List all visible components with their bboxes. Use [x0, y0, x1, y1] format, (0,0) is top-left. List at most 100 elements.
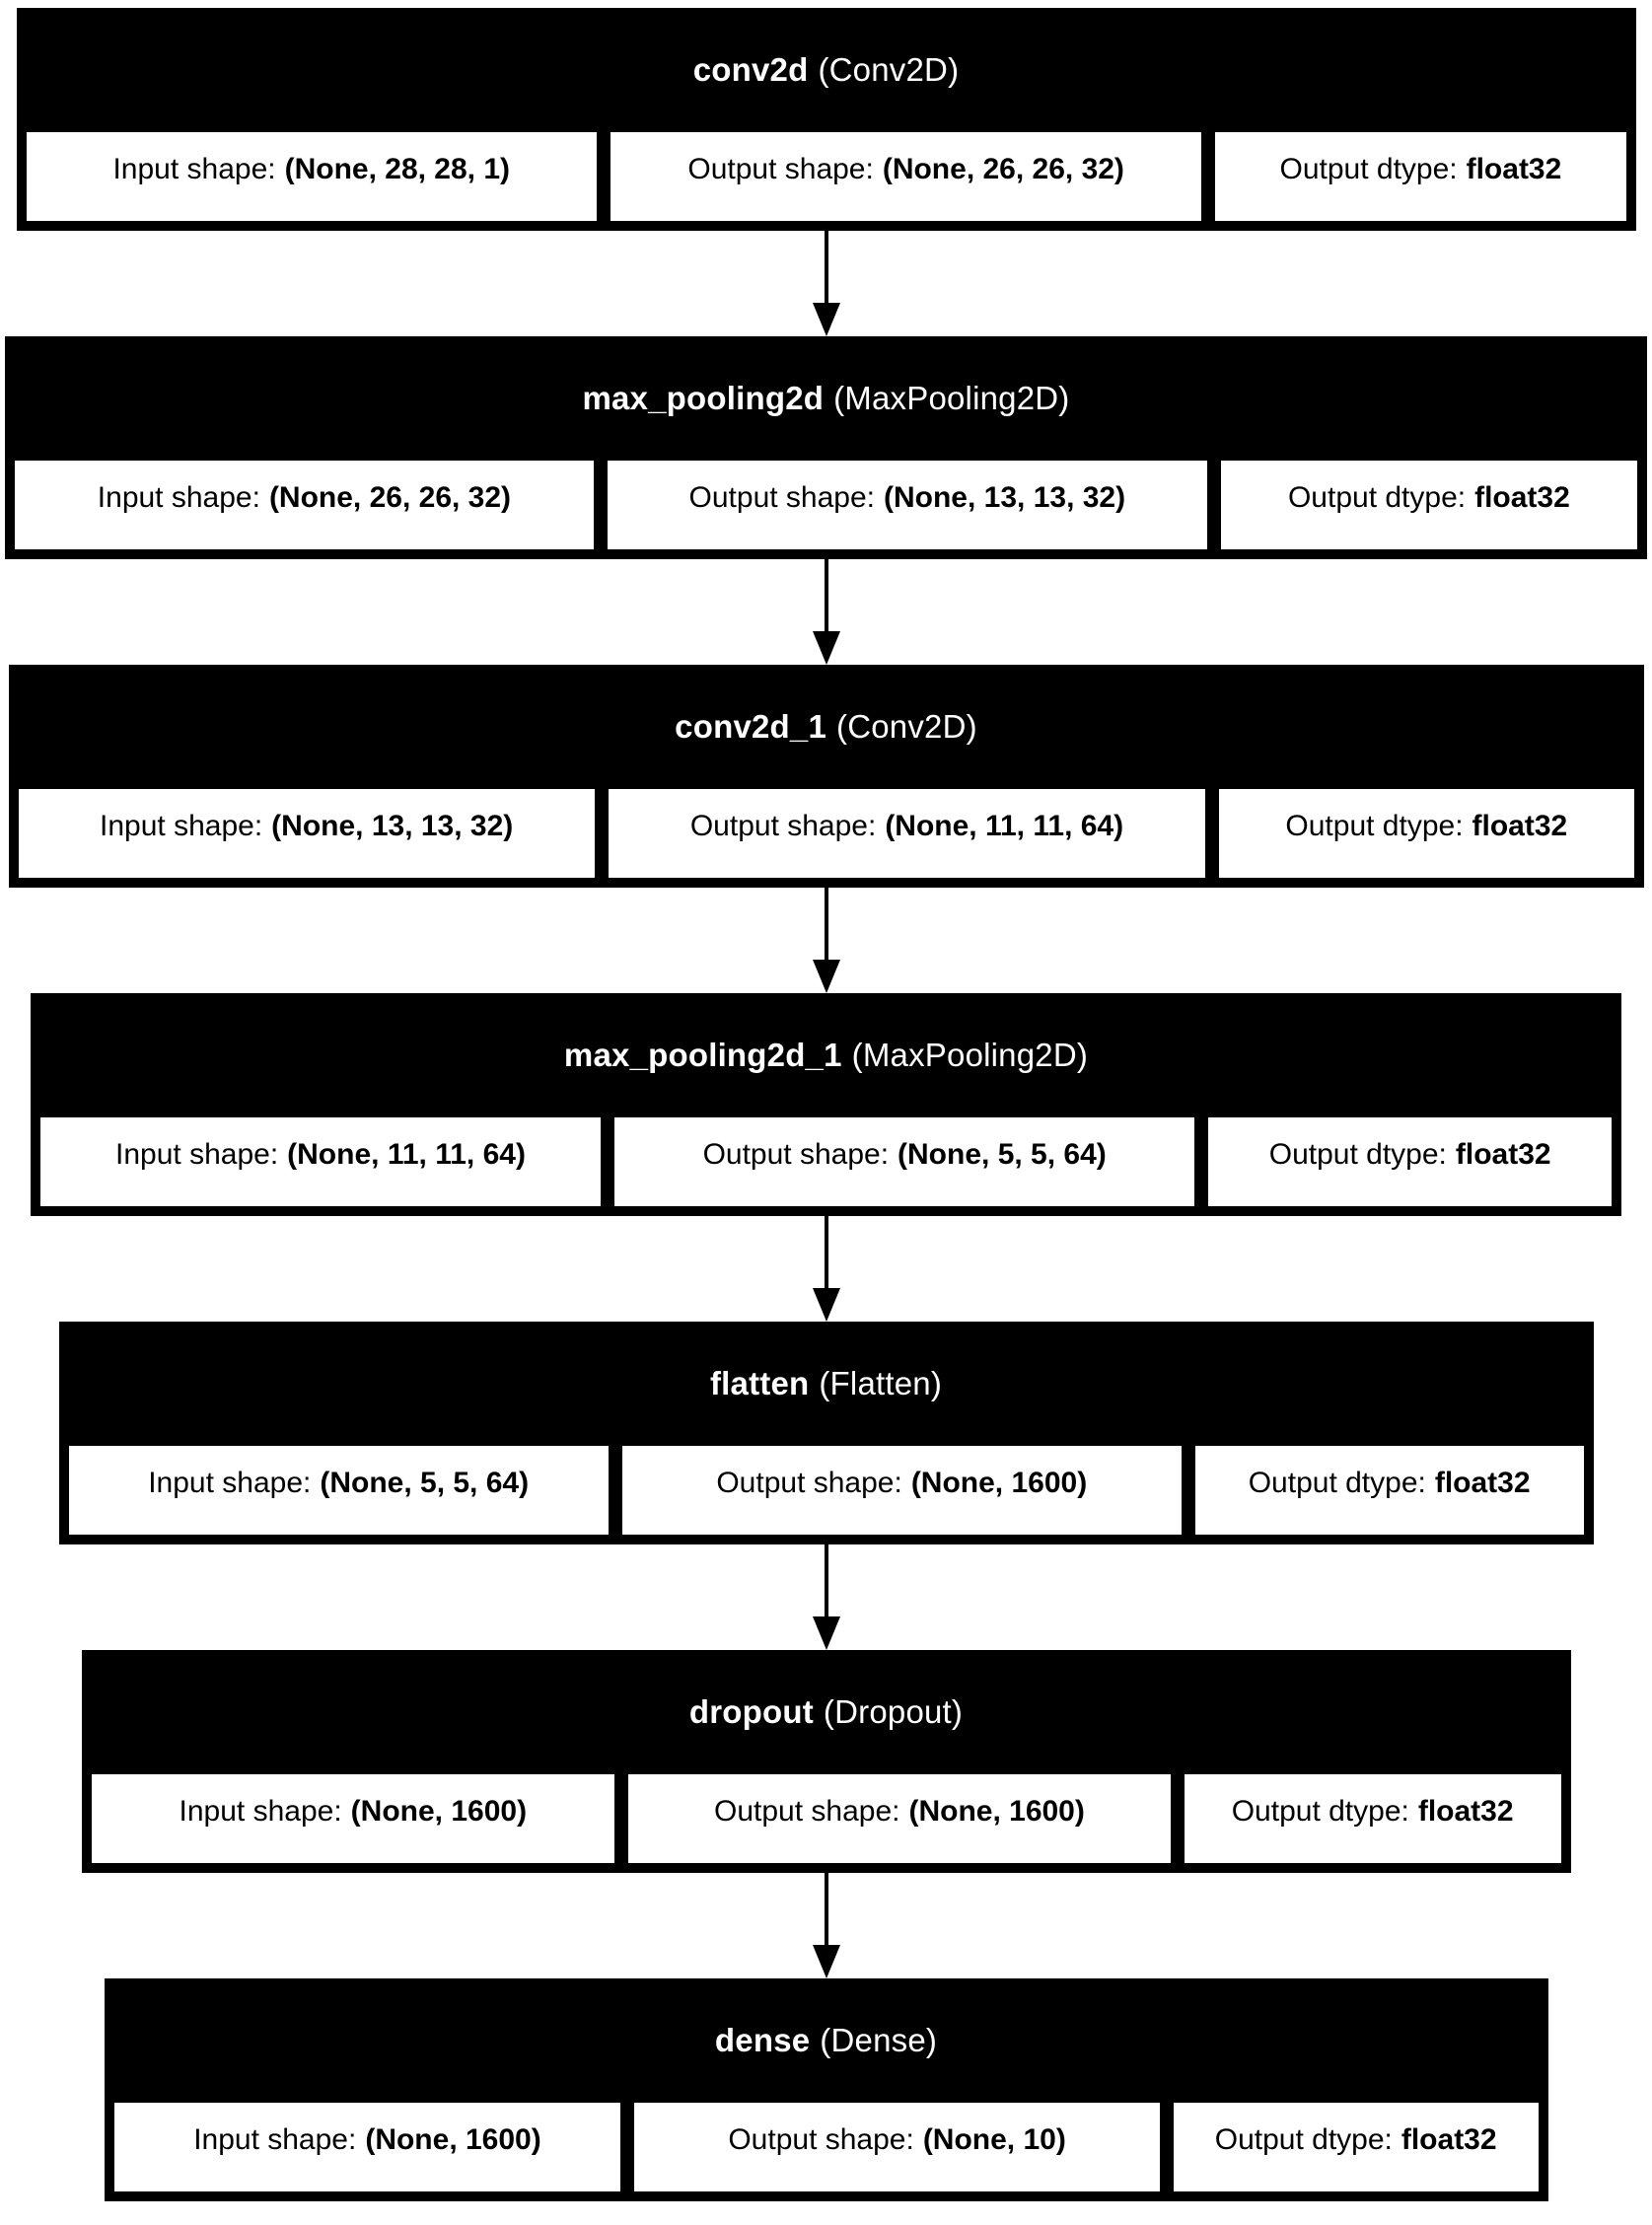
input-shape-label: Input shape: — [97, 481, 260, 514]
output-dtype-label: Output dtype: — [1248, 1467, 1426, 1499]
output-shape-value: (None, 13, 13, 32) — [884, 481, 1126, 514]
layer-node-max-pooling2d: max_pooling2d (MaxPooling2D) Input shape… — [5, 336, 1647, 559]
layer-type: (Dropout) — [823, 1693, 964, 1730]
arrow-head-icon — [812, 303, 840, 336]
layer-name: flatten — [709, 1365, 810, 1401]
flow-arrow — [0, 559, 1652, 665]
layer-name: conv2d_1 — [675, 708, 827, 745]
flow-arrow — [0, 231, 1652, 336]
output-shape-value: (None, 1600) — [910, 1467, 1088, 1499]
arrow-head-icon — [812, 1945, 840, 1978]
output-dtype-cell: Output dtype: float32 — [1208, 1117, 1612, 1206]
input-shape-value: (None, 26, 26, 32) — [268, 481, 512, 514]
output-dtype-cell: Output dtype: float32 — [1184, 1774, 1561, 1863]
output-dtype-value: float32 — [1474, 481, 1570, 514]
output-shape-cell: Output shape: (None, 26, 26, 32) — [611, 132, 1202, 221]
layer-header: dense (Dense) — [105, 1978, 1548, 2103]
layer-node-dense: dense (Dense) Input shape: (None, 1600) … — [104, 1978, 1548, 2201]
arrow-line — [824, 231, 828, 303]
layer-shape-row: Input shape: (None, 11, 11, 64) Output s… — [31, 1117, 1621, 1216]
input-shape-value: (None, 13, 13, 32) — [271, 810, 514, 842]
input-shape-label: Input shape: — [193, 2123, 357, 2156]
input-shape-cell: Input shape: (None, 13, 13, 32) — [18, 789, 595, 878]
arrow-head-icon — [812, 1288, 840, 1322]
flow-arrow — [0, 1544, 1652, 1650]
layer-name: dropout — [688, 1693, 814, 1730]
arrow-line — [824, 1873, 828, 1945]
layer-shape-row: Input shape: (None, 1600) Output shape: … — [105, 2103, 1548, 2201]
output-shape-cell: Output shape: (None, 11, 11, 64) — [608, 789, 1206, 878]
layer-shape-row: Input shape: (None, 28, 28, 1) Output sh… — [17, 132, 1636, 231]
layer-name: dense — [714, 2022, 811, 2058]
layer-name: max_pooling2d — [582, 380, 825, 416]
flow-arrow — [0, 1216, 1652, 1322]
output-dtype-cell: Output dtype: float32 — [1215, 132, 1626, 221]
arrow-head-icon — [812, 960, 840, 993]
output-dtype-label: Output dtype: — [1287, 481, 1467, 514]
input-shape-cell: Input shape: (None, 1600) — [113, 2103, 621, 2191]
output-shape-label: Output shape: — [689, 810, 877, 842]
input-shape-value: (None, 11, 11, 64) — [287, 1138, 526, 1171]
flow-arrow — [0, 888, 1652, 993]
output-dtype-cell: Output dtype: float32 — [1173, 2103, 1539, 2191]
layer-type: (Conv2D) — [836, 708, 977, 745]
output-dtype-cell: Output dtype: float32 — [1219, 789, 1634, 878]
layer-header: max_pooling2d_1 (MaxPooling2D) — [31, 993, 1621, 1117]
output-dtype-label: Output dtype: — [1285, 810, 1464, 842]
layer-node-conv2d: conv2d (Conv2D) Input shape: (None, 28, … — [16, 8, 1636, 231]
layer-name: max_pooling2d_1 — [563, 1037, 842, 1073]
output-dtype-cell: Output dtype: float32 — [1220, 461, 1637, 549]
output-shape-value: (None, 11, 11, 64) — [885, 810, 1124, 842]
output-shape-label: Output shape: — [702, 1138, 890, 1171]
input-shape-value: (None, 1600) — [365, 2123, 541, 2156]
input-shape-cell: Input shape: (None, 28, 28, 1) — [26, 132, 597, 221]
output-dtype-cell: Output dtype: float32 — [1194, 1446, 1584, 1535]
layer-header: conv2d_1 (Conv2D) — [9, 665, 1644, 789]
input-shape-value: (None, 28, 28, 1) — [284, 153, 511, 185]
output-shape-label: Output shape: — [688, 481, 875, 514]
output-dtype-value: float32 — [1417, 1795, 1514, 1828]
output-dtype-label: Output dtype: — [1268, 1138, 1447, 1171]
layer-shape-row: Input shape: (None, 13, 13, 32) Output s… — [9, 789, 1644, 888]
output-shape-cell: Output shape: (None, 13, 13, 32) — [607, 461, 1207, 549]
layer-header: conv2d (Conv2D) — [17, 8, 1636, 132]
layer-type: (MaxPooling2D) — [851, 1037, 1089, 1073]
layer-shape-row: Input shape: (None, 26, 26, 32) Output s… — [5, 461, 1647, 559]
arrow-head-icon — [812, 631, 840, 665]
input-shape-label: Input shape: — [148, 1467, 312, 1499]
output-dtype-value: float32 — [1472, 810, 1568, 842]
layer-node-flatten: flatten (Flatten) Input shape: (None, 5,… — [58, 1322, 1594, 1544]
layer-header: max_pooling2d (MaxPooling2D) — [5, 336, 1647, 461]
output-shape-value: (None, 26, 26, 32) — [882, 153, 1124, 185]
output-dtype-value: float32 — [1466, 153, 1562, 185]
output-dtype-value: float32 — [1434, 1467, 1531, 1499]
layer-type: (MaxPooling2D) — [833, 380, 1070, 416]
input-shape-value: (None, 5, 5, 64) — [320, 1467, 530, 1499]
output-dtype-label: Output dtype: — [1231, 1795, 1409, 1828]
output-dtype-value: float32 — [1455, 1138, 1551, 1171]
output-shape-label: Output shape: — [687, 153, 874, 185]
arrow-head-icon — [812, 1616, 840, 1650]
input-shape-value: (None, 1600) — [350, 1795, 528, 1828]
output-shape-value: (None, 1600) — [908, 1795, 1085, 1828]
output-dtype-label: Output dtype: — [1279, 153, 1458, 185]
output-shape-label: Output shape: — [716, 1467, 902, 1499]
arrow-line — [824, 1216, 828, 1288]
output-dtype-label: Output dtype: — [1214, 2123, 1393, 2156]
layer-header: dropout (Dropout) — [82, 1650, 1571, 1774]
output-shape-cell: Output shape: (None, 1600) — [621, 1446, 1182, 1535]
layer-type: (Dense) — [820, 2022, 938, 2058]
layer-shape-row: Input shape: (None, 5, 5, 64) Output sha… — [59, 1446, 1594, 1544]
output-shape-value: (None, 5, 5, 64) — [898, 1138, 1107, 1171]
layer-node-max-pooling2d-1: max_pooling2d_1 (MaxPooling2D) Input sha… — [31, 993, 1621, 1216]
output-dtype-value: float32 — [1401, 2123, 1497, 2156]
output-shape-label: Output shape: — [714, 1795, 900, 1828]
flow-arrow — [0, 1873, 1652, 1978]
input-shape-cell: Input shape: (None, 11, 11, 64) — [40, 1117, 601, 1206]
input-shape-cell: Input shape: (None, 1600) — [91, 1774, 615, 1863]
input-shape-label: Input shape: — [115, 1138, 279, 1171]
output-shape-cell: Output shape: (None, 5, 5, 64) — [613, 1117, 1195, 1206]
output-shape-cell: Output shape: (None, 10) — [634, 2103, 1160, 2191]
layer-type: (Flatten) — [819, 1365, 943, 1401]
